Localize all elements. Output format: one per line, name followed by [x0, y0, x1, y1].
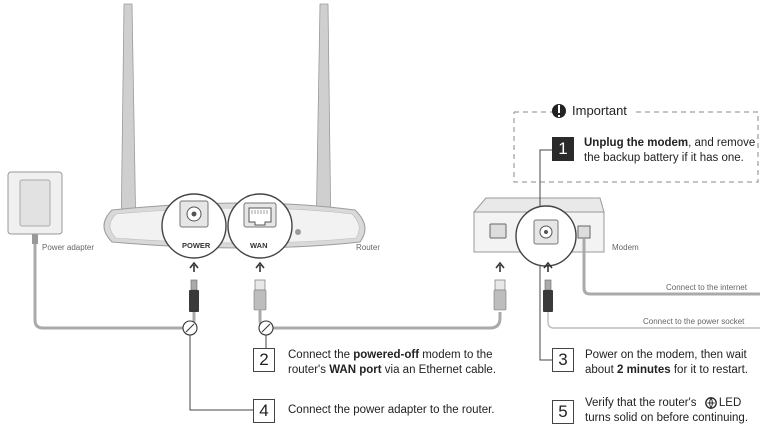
router-ethernet-plug — [253, 279, 267, 311]
router-label: Router — [356, 243, 381, 252]
step-4-text: Connect the power adapter to the router. — [288, 404, 495, 416]
step-3-number: 3 — [552, 348, 574, 372]
step-2-number: 2 — [253, 348, 275, 372]
modem-ethernet-plug — [493, 279, 507, 311]
connect-internet-label: Connect to the internet — [666, 283, 747, 292]
step-1-text: Unplug the modem, and remove the backup … — [584, 136, 756, 166]
power-adapter-device — [7, 171, 63, 244]
modem-label: Modem — [612, 243, 639, 252]
step-5-pre: Verify that the router's — [585, 397, 700, 409]
step-3-bold-minutes: 2 minutes — [616, 364, 671, 376]
step-2-post: via an Ethernet cable. — [381, 364, 497, 376]
step-1-bold: Unplug the modem — [584, 137, 689, 149]
step-3-text: Power on the modem, then wait about 2 mi… — [585, 348, 765, 378]
wan-port-label: WAN — [250, 241, 268, 250]
step-3-pre: Power on the modem, then wait about — [585, 349, 747, 376]
router-antennas — [120, 3, 332, 239]
connect-power-socket-label: Connect to the power socket — [643, 317, 745, 326]
step-1-number: 1 — [552, 137, 574, 161]
internet-led-icon — [705, 397, 717, 409]
step-5-text: Verify that the router's LED turns solid… — [585, 396, 765, 426]
router-led-dot — [295, 229, 301, 235]
router-power-plug — [189, 279, 199, 312]
router-wan-port-zoom — [227, 193, 293, 259]
step-5-post: LED turns solid on before continuing. — [585, 397, 749, 424]
step-2-mid: modem to the router's — [288, 349, 493, 376]
step-2-text: Connect the powered-off modem to the rou… — [288, 348, 528, 378]
step-3-post: for it to restart. — [670, 364, 748, 376]
power-adapter-label: Power adapter — [42, 243, 95, 252]
step-4-number: 4 — [253, 399, 275, 423]
router-power-port-zoom — [161, 193, 227, 259]
step-1-rest: , and remove the backup battery if it ha… — [584, 137, 756, 164]
step-2-bold-wan-port: WAN port — [329, 364, 382, 376]
modem-power-plug — [543, 279, 553, 312]
step-2-pre: Connect the — [288, 349, 354, 361]
important-title: Important — [568, 103, 631, 118]
modem-power-port-zoom — [515, 205, 577, 267]
power-port-label: POWER — [182, 241, 211, 250]
step-5-number: 5 — [552, 400, 574, 424]
step-2-bold-powered-off: powered-off — [353, 349, 420, 361]
